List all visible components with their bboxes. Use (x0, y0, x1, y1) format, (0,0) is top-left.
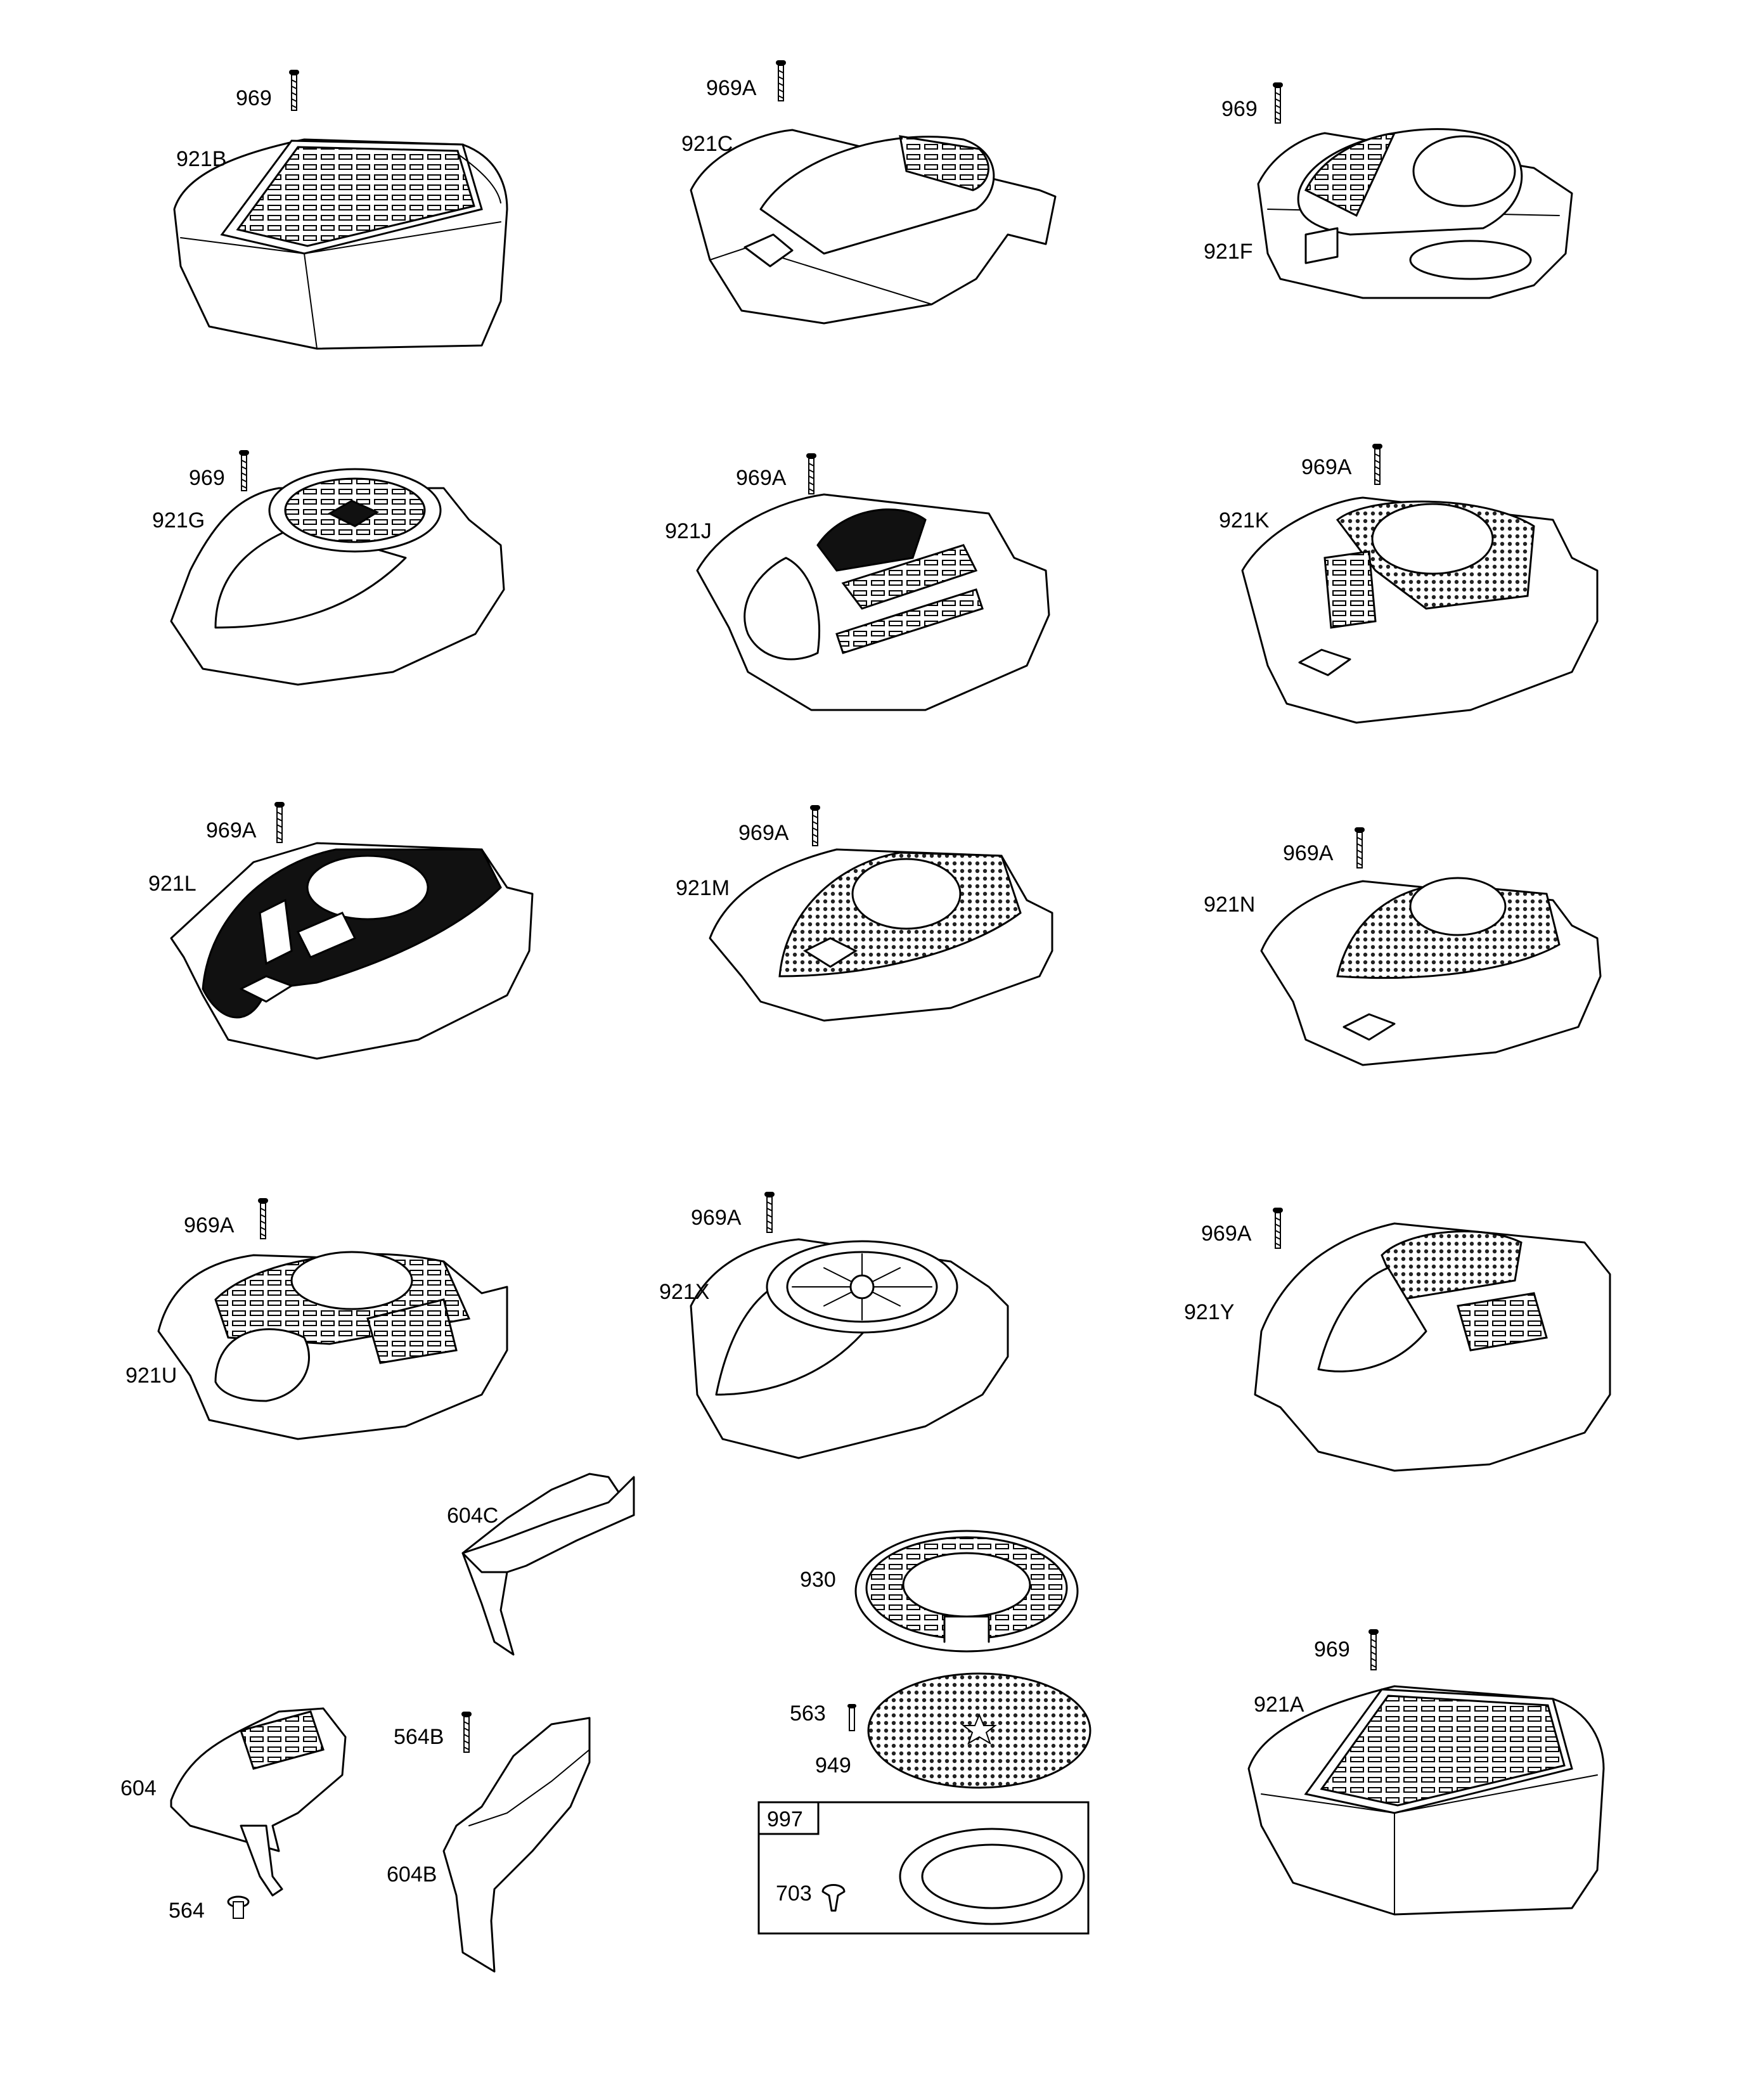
part-604 (170, 1707, 347, 1897)
label-921U: 921U (126, 1364, 177, 1388)
label-564: 564 (169, 1899, 205, 1923)
screw-969A-icon (257, 1197, 269, 1239)
label-921B: 921B (176, 147, 226, 171)
label-921F: 921F (1204, 240, 1253, 264)
part-921A (1247, 1629, 1605, 1916)
label-604C: 604C (447, 1504, 498, 1528)
part-604C (461, 1473, 635, 1656)
part-949 (867, 1672, 1091, 1789)
label-921X: 921X (659, 1280, 709, 1304)
part-921K (1241, 443, 1599, 724)
label-969A: 969A (206, 818, 257, 842)
screw-564B-icon (461, 1711, 472, 1753)
label-563: 563 (790, 1701, 826, 1726)
part-921F (1257, 82, 1573, 299)
label-921A: 921A (1254, 1693, 1304, 1717)
label-969A: 969A (706, 76, 757, 100)
callout-labels: 969 921B 969A 921C 969 921F 969 921G 969… (120, 76, 1352, 1923)
label-604: 604 (120, 1776, 157, 1800)
label-921M: 921M (676, 876, 730, 900)
label-604B: 604B (387, 1862, 437, 1887)
label-969A: 969A (736, 466, 787, 490)
part-921N (1260, 827, 1602, 1066)
label-921J: 921J (665, 519, 712, 543)
screw-969A-icon (806, 453, 817, 494)
label-564B: 564B (394, 1725, 444, 1749)
label-921G: 921G (152, 508, 205, 532)
label-969: 969 (236, 86, 272, 110)
part-921J (696, 453, 1050, 711)
label-949: 949 (815, 1753, 851, 1778)
label-969: 969 (189, 466, 225, 490)
label-997: 997 (767, 1807, 803, 1831)
label-921N: 921N (1204, 893, 1255, 917)
screw-969A-icon (764, 1191, 775, 1233)
label-969A: 969A (691, 1206, 742, 1230)
label-921C: 921C (681, 132, 733, 156)
label-930: 930 (800, 1568, 836, 1592)
label-969A: 969A (184, 1213, 235, 1237)
part-921U (157, 1197, 508, 1440)
kit-997 (757, 1801, 1090, 1935)
part-921B (173, 69, 508, 350)
screw-969A-icon (274, 801, 285, 843)
label-921Y: 921Y (1184, 1300, 1234, 1324)
part-921M (709, 804, 1053, 1022)
part-564 (227, 1895, 250, 1919)
screw-969-icon (288, 69, 300, 111)
screw-969A-icon (809, 804, 821, 846)
part-921X (690, 1191, 1009, 1459)
screw-969-icon (1368, 1629, 1379, 1670)
label-969A: 969A (1283, 841, 1334, 865)
part-921L (170, 801, 534, 1060)
screw-969-icon (238, 449, 250, 491)
label-921L: 921L (148, 872, 196, 896)
label-969A: 969A (1201, 1222, 1252, 1246)
screw-969-icon (1272, 82, 1284, 124)
label-921K: 921K (1219, 508, 1270, 532)
part-930 (854, 1530, 1079, 1653)
part-921G (170, 449, 505, 686)
screw-969A-icon (1354, 827, 1365, 868)
label-969: 969 (1314, 1637, 1350, 1662)
part-564B (461, 1711, 472, 1753)
label-703: 703 (776, 1881, 812, 1906)
part-563 (847, 1704, 856, 1731)
label-969A: 969A (738, 821, 789, 845)
screw-969A-icon (1372, 443, 1383, 485)
label-969A: 969A (1301, 455, 1352, 479)
label-969: 969 (1221, 97, 1258, 121)
screw-969A-icon (1272, 1207, 1284, 1249)
screw-969A-icon (775, 60, 787, 101)
part-604B (442, 1717, 591, 1973)
part-921C (690, 60, 1057, 325)
part-921Y (1254, 1207, 1611, 1472)
